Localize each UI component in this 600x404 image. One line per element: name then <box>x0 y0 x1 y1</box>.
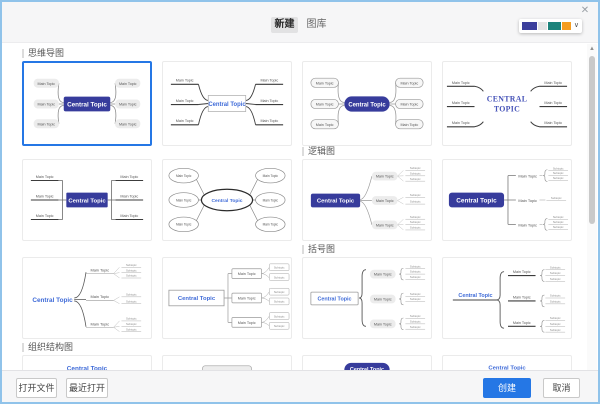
template-thumbnail: Central Topic <box>30 174 144 221</box>
main-topic-label: Main Topic <box>518 198 537 203</box>
template-thumbnail: Central Topic <box>310 264 426 331</box>
template-thumbnail: Central Topic <box>33 78 141 129</box>
central-topic-label: Central Topic <box>67 101 107 108</box>
template-thumbnail: Central Topic Main Topic Main Topic Main… <box>32 262 142 332</box>
template-card-brace-pills[interactable]: Central Topic <box>302 257 432 339</box>
central-topic-label: Central Topic <box>317 296 351 302</box>
central-topic-label: Central Topic <box>348 102 386 108</box>
section-bar <box>302 244 304 254</box>
theme-swatch-indigo <box>522 22 537 30</box>
template-card-mindmap-lines[interactable]: Central Topic <box>162 61 292 146</box>
template-thumbnail: Main Topic Main Topic Main Topic Central… <box>448 166 569 231</box>
central-topic-label: Central Topic <box>211 198 242 204</box>
central-topic-label: Central Topic <box>68 198 106 204</box>
chevron-down-icon: ∨ <box>573 22 579 29</box>
central-topic-label: CENTRAL <box>487 94 527 103</box>
theme-color-picker[interactable]: ∨ <box>519 19 582 33</box>
main-topic-label: Main Topic <box>518 174 537 179</box>
section-bar <box>22 48 24 58</box>
central-topic-label: TOPIC <box>494 105 520 114</box>
section-header-brace: 括号图 <box>302 243 335 255</box>
scrollbar-thumb[interactable] <box>589 56 595 224</box>
template-card-mindmap-text[interactable]: CENTRAL TOPIC <box>442 61 572 146</box>
recent-files-button[interactable]: 最近打开 <box>66 378 108 398</box>
central-topic-label: Central Topic <box>488 366 526 372</box>
central-topic-label: Central Topic <box>32 297 73 304</box>
central-topic-label: Central Topic <box>458 293 492 299</box>
main-topic-label: Main Topic <box>90 294 109 299</box>
main-topic-label: Main Topic <box>90 321 109 326</box>
template-card-mindmap-pills[interactable]: Central Topic <box>302 61 432 146</box>
template-card-mindmap-filled[interactable]: Central Topic <box>22 61 152 146</box>
create-button[interactable]: 创建 <box>483 378 531 398</box>
central-topic-label: Central Topic <box>317 198 355 204</box>
template-card-mindmap-ellipse[interactable]: Central Topic <box>162 159 292 241</box>
dialog-header: 新建 图库 ✕ ∨ <box>2 2 598 43</box>
template-card-brace-lines[interactable]: Central Topic <box>442 257 572 339</box>
dialog-footer: 打开文件 最近打开 创建 取消 <box>2 370 598 402</box>
central-topic-label: Central Topic <box>208 102 246 108</box>
section-label: 思维导图 <box>28 48 65 58</box>
theme-swatch-orange <box>561 22 571 30</box>
theme-swatch-teal <box>548 22 561 30</box>
section-label: 逻辑图 <box>308 146 336 156</box>
tab-gallery[interactable]: 图库 <box>306 19 327 30</box>
template-thumbnail: Central Topic <box>310 77 424 130</box>
central-topic-label: Central Topic <box>456 197 497 204</box>
template-thumbnail: Central Topic <box>310 165 426 231</box>
section-bar <box>302 146 304 156</box>
central-topic-label: Central Topic <box>178 296 216 302</box>
main-topic-label: Main Topic <box>90 268 109 273</box>
template-thumbnail: Central Topic <box>168 167 286 233</box>
section-header-logic: 逻辑图 <box>302 145 335 157</box>
template-thumbnail: Central Topic <box>170 78 284 126</box>
template-thumbnail: CENTRAL TOPIC <box>446 80 568 128</box>
central-topic-label: Central Topic <box>67 366 108 373</box>
section-header-mindmap: 思维导图 <box>22 47 64 59</box>
template-card-mindmap-elbow[interactable]: Central Topic <box>22 159 152 241</box>
scroll-up-icon[interactable]: ▲ <box>589 46 595 52</box>
cancel-button[interactable]: 取消 <box>543 378 580 398</box>
template-card-logic-text[interactable]: Main Topic Main Topic Main Topic Central… <box>442 159 572 241</box>
section-header-org: 组织结构图 <box>22 341 73 353</box>
section-label: 组织结构图 <box>28 342 74 352</box>
scrollbar[interactable]: ▲ <box>587 44 597 370</box>
theme-swatch-gray <box>537 22 548 30</box>
open-file-button[interactable]: 打开文件 <box>16 378 57 398</box>
template-thumbnail: Central Topic <box>488 366 526 372</box>
main-topic-label: Main Topic <box>518 222 537 227</box>
tab-new[interactable]: 新建 <box>271 17 298 33</box>
template-card-logic-fan[interactable]: Central Topic Main Topic Main Topic Main… <box>22 257 152 339</box>
template-card-logic-pills[interactable]: Central Topic <box>302 159 432 241</box>
template-card-logic-boxes[interactable]: Central Topic <box>162 257 292 339</box>
section-label: 括号图 <box>308 244 336 254</box>
template-thumbnail: Central Topic <box>67 366 108 373</box>
section-bar <box>22 342 24 352</box>
template-thumbnail: Central Topic <box>452 265 566 333</box>
template-thumbnail: Central Topic <box>168 263 290 330</box>
close-icon[interactable]: ✕ <box>580 5 590 16</box>
